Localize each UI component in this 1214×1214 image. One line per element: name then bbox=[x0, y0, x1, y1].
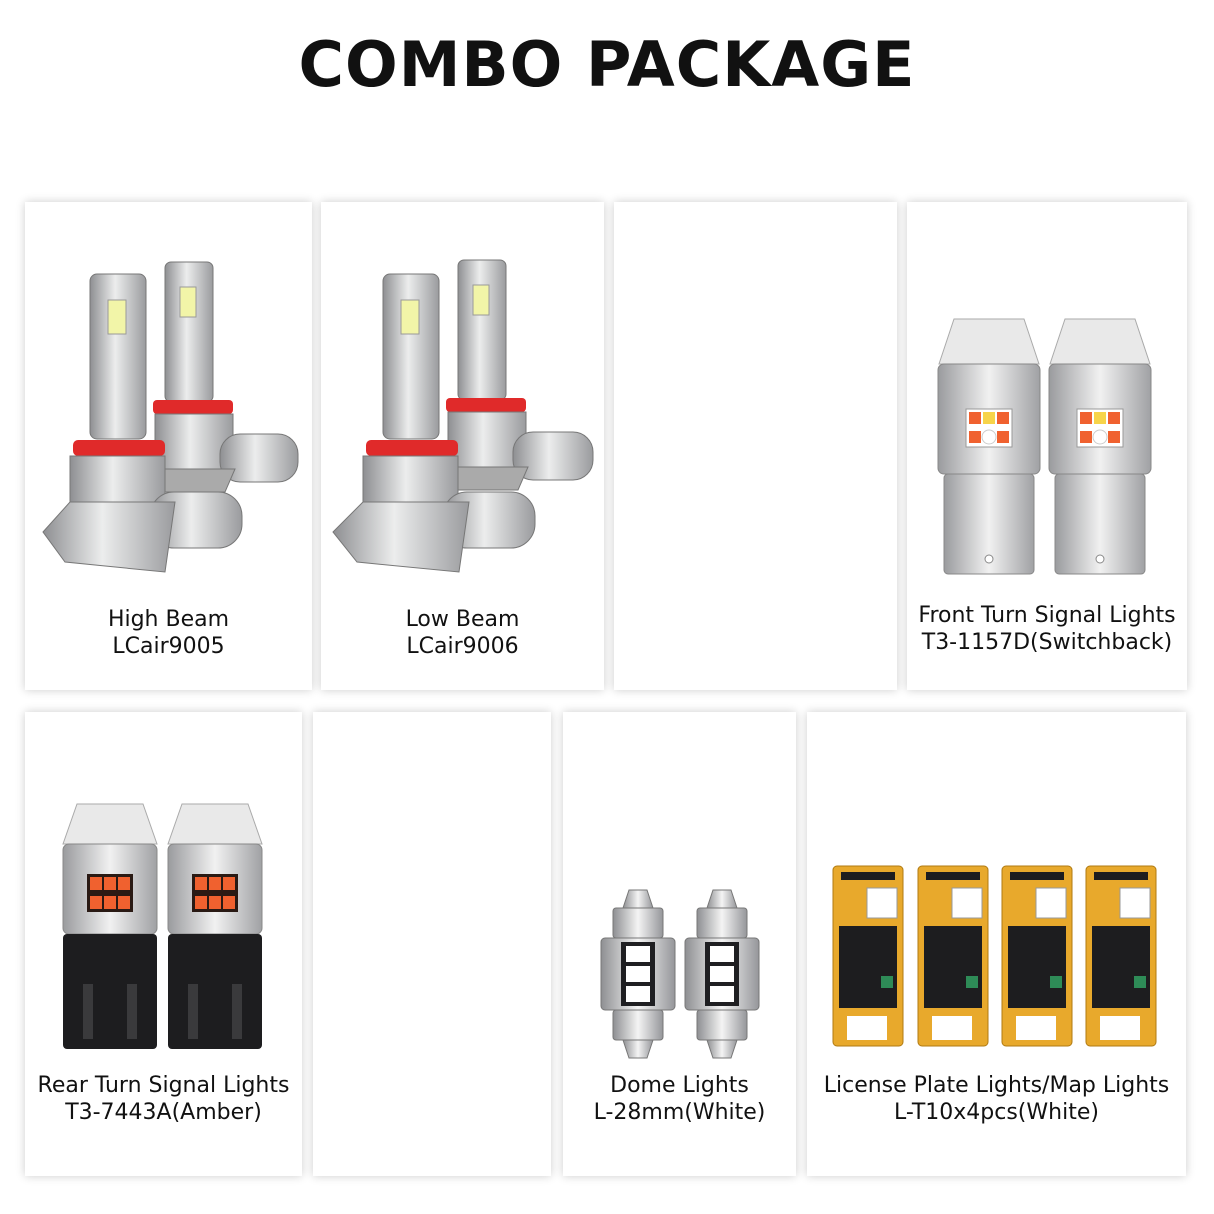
product-model: T3-7443A(Amber) bbox=[65, 1100, 262, 1125]
product-card-front-turn-signal: Front Turn Signal Lights T3-1157D(Switch… bbox=[907, 202, 1187, 690]
product-model: LCair9006 bbox=[406, 634, 519, 659]
product-name: Dome Lights bbox=[610, 1073, 749, 1098]
product-name: Rear Turn Signal Lights bbox=[37, 1073, 290, 1098]
headlight-bulb-pair-icon bbox=[42, 261, 299, 573]
product-card-low-beam: Low Beam LCair9006 bbox=[321, 202, 604, 690]
product-card-empty bbox=[614, 202, 897, 690]
product-model: LCair9005 bbox=[112, 634, 225, 659]
headlight-bulb-pair-icon bbox=[332, 259, 594, 573]
festoon-bulb-pair-icon bbox=[600, 889, 760, 1059]
product-name: Front Turn Signal Lights bbox=[918, 603, 1176, 628]
page-title: COMBO PACKAGE bbox=[298, 28, 916, 101]
bay15d-bulb-pair-icon bbox=[937, 318, 1152, 575]
product-card-high-beam: High Beam LCair9005 bbox=[25, 202, 312, 690]
product-card-rear-turn-signal: Rear Turn Signal Lights T3-7443A(Amber) bbox=[25, 712, 302, 1176]
product-model: T3-1157D(Switchback) bbox=[921, 630, 1173, 655]
product-model: L-28mm(White) bbox=[593, 1100, 766, 1125]
t10-wedge-bulb-set-icon bbox=[832, 865, 1157, 1047]
product-name: High Beam bbox=[107, 607, 230, 632]
product-card-empty bbox=[313, 712, 551, 1176]
product-model: L-T10x4pcs(White) bbox=[894, 1100, 1099, 1125]
product-name: License Plate Lights/Map Lights bbox=[823, 1073, 1170, 1098]
wedge-7443-bulb-pair-icon bbox=[62, 803, 263, 1049]
product-name: Low Beam bbox=[405, 607, 520, 632]
product-card-license-plate-lights: License Plate Lights/Map Lights L-T10x4p… bbox=[807, 712, 1186, 1176]
product-card-dome-lights: Dome Lights L-28mm(White) bbox=[563, 712, 796, 1176]
